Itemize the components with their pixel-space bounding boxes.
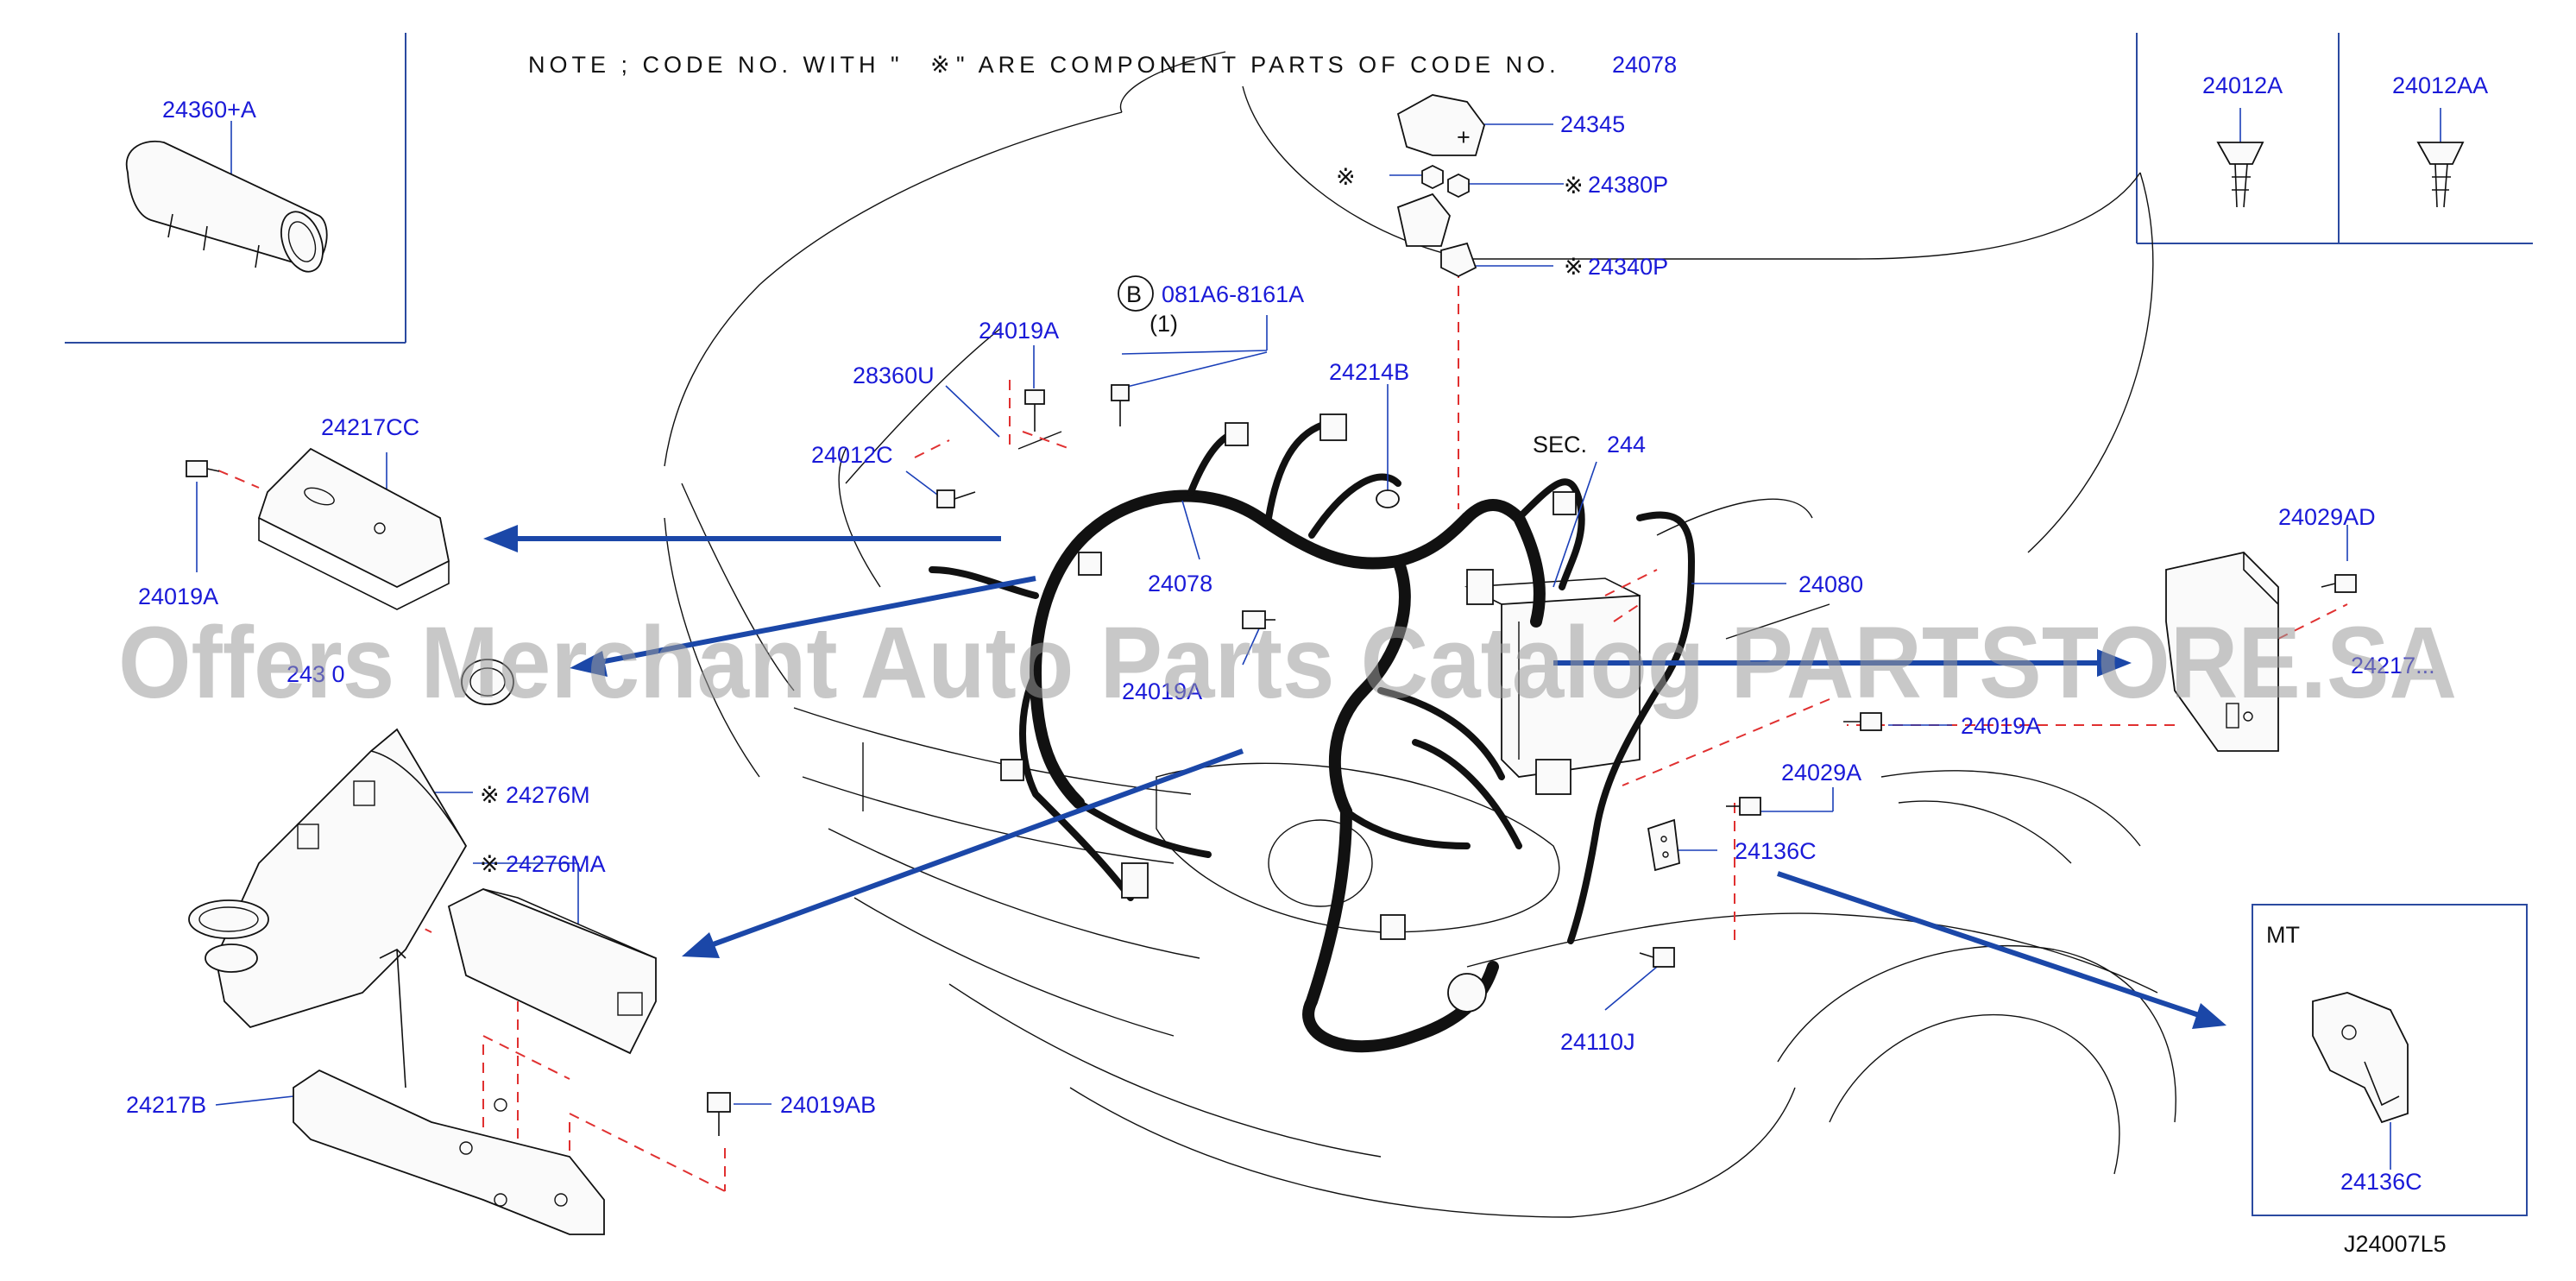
note-code: 24078 — [1612, 52, 1677, 78]
component-mark-icon: ※ — [1336, 164, 1356, 190]
inset-frame-24360A — [65, 33, 406, 344]
label-24012C: 24012C — [811, 442, 893, 468]
diagram-id: J24007L5 — [2344, 1231, 2447, 1257]
vehicle-body-outline — [664, 51, 2176, 1218]
bolt-24110J — [1639, 947, 1675, 968]
label-24012AA: 24012AA — [2392, 73, 2488, 98]
watermark-text: Offers Merchant Auto Parts Catalog PARTS… — [118, 606, 2457, 720]
bolt-24019A-top — [1024, 389, 1045, 432]
bracket-24217CC — [257, 447, 450, 610]
note-symbol: ※ — [930, 52, 954, 78]
component-mark-icon: ※ — [1564, 254, 1584, 280]
clip-24012C — [936, 489, 976, 508]
label-24019AB: 24019AB — [780, 1092, 876, 1118]
label-24019A-left: 24019A — [138, 584, 218, 609]
bracket-24217B — [293, 949, 605, 1235]
bolt-081A6-8161A — [1111, 384, 1130, 426]
duct-24276M — [188, 728, 468, 1029]
arrow-to-mt-bracket — [1777, 871, 2210, 1021]
label-sec-number: 244 — [1607, 432, 1646, 458]
label-sec: SEC. — [1533, 432, 1587, 458]
svg-text:+: + — [1457, 124, 1471, 150]
bolt-24029AD — [2321, 574, 2357, 593]
label-24019A-right: 24019A — [1961, 713, 2041, 739]
component-mark-icon: ※ — [480, 851, 500, 877]
label-24029AD: 24029AD — [2278, 504, 2376, 530]
component-mark-icon: ※ — [1564, 173, 1584, 199]
note-text-suffix: " ARE COMPONENT PARTS OF CODE NO. — [956, 52, 1560, 78]
label-24019A-top: 24019A — [979, 318, 1059, 344]
note-line: NOTE ; CODE NO. WITH " ※ " ARE COMPONENT… — [528, 52, 1677, 78]
component-marks: ※ ※ ※ ※ ※ — [480, 164, 1584, 877]
label-24214B: 24214B — [1329, 359, 1409, 385]
main-engine-harness-24078 — [929, 413, 1695, 1053]
label-bolt-qty: (1) — [1149, 311, 1178, 337]
bolt-ref-letter: B — [1126, 281, 1142, 307]
inset-frame-clips — [2136, 33, 2533, 244]
label-243-0: 243 0 — [287, 661, 345, 687]
bracket-24136C-mt — [2312, 992, 2409, 1124]
label-24276M: 24276M — [506, 782, 590, 808]
clip-24136C — [1647, 818, 1680, 872]
arrow-to-24276MA — [697, 748, 1244, 952]
connector — [1319, 413, 1347, 441]
label-mt: MT — [2266, 922, 2300, 948]
clip-24012A — [2216, 142, 2264, 208]
label-24012A: 24012A — [2202, 73, 2283, 98]
arrow-to-24370 — [586, 576, 1036, 667]
grommet-243-0 — [461, 659, 514, 705]
label-24340P: 24340P — [1588, 254, 1668, 280]
bracket-24217-right — [2165, 552, 2279, 752]
bolt-24019A-mid — [1242, 610, 1275, 629]
bolt-24019A-left — [186, 460, 220, 477]
note-text-prefix: NOTE ; CODE NO. WITH " — [528, 52, 904, 78]
label-24080: 24080 — [1798, 571, 1863, 597]
cover-24276MA — [447, 888, 657, 1055]
bolt-24019AB — [707, 1092, 731, 1136]
bolt-ref-circle — [1118, 275, 1154, 312]
label-24019A-mid: 24019A — [1122, 678, 1202, 704]
label-081A6-8161A: 081A6-8161A — [1162, 281, 1304, 307]
bolt-24029A — [1726, 797, 1761, 816]
part-callouts: 24360+A 24345 24380P 24340P 24012A 24012… — [126, 73, 2488, 1257]
protector-sleeve-24360A — [125, 140, 328, 273]
label-24217CC: 24217CC — [321, 414, 419, 440]
nut-24380P — [1421, 164, 1470, 199]
mt-inset-box — [2252, 904, 2528, 1216]
battery — [1464, 577, 1641, 778]
label-24380P: 24380P — [1588, 172, 1668, 198]
clip-24012AA — [2416, 142, 2465, 208]
terminal-cover-24345: + — [1396, 94, 1485, 278]
label-24136C: 24136C — [1735, 838, 1817, 864]
label-24110J: 24110J — [1560, 1029, 1635, 1055]
grommet-24214B — [1376, 489, 1400, 508]
label-24276MA: 24276MA — [506, 851, 606, 877]
label-24360A: 24360+A — [162, 97, 256, 123]
label-24217B: 24217B — [126, 1092, 206, 1118]
direction-arrows — [483, 525, 2226, 1029]
leader-lines — [196, 108, 2441, 1170]
bolt-24019A-right — [1843, 712, 1882, 731]
label-24217-right: 24217... — [2351, 653, 2435, 678]
label-24078: 24078 — [1148, 571, 1212, 596]
label-28360U: 28360U — [853, 363, 935, 388]
component-mark-icon: ※ — [480, 782, 500, 808]
label-24345: 24345 — [1560, 111, 1625, 137]
label-24029A: 24029A — [1781, 760, 1861, 786]
label-24136C-mt: 24136C — [2340, 1169, 2422, 1195]
